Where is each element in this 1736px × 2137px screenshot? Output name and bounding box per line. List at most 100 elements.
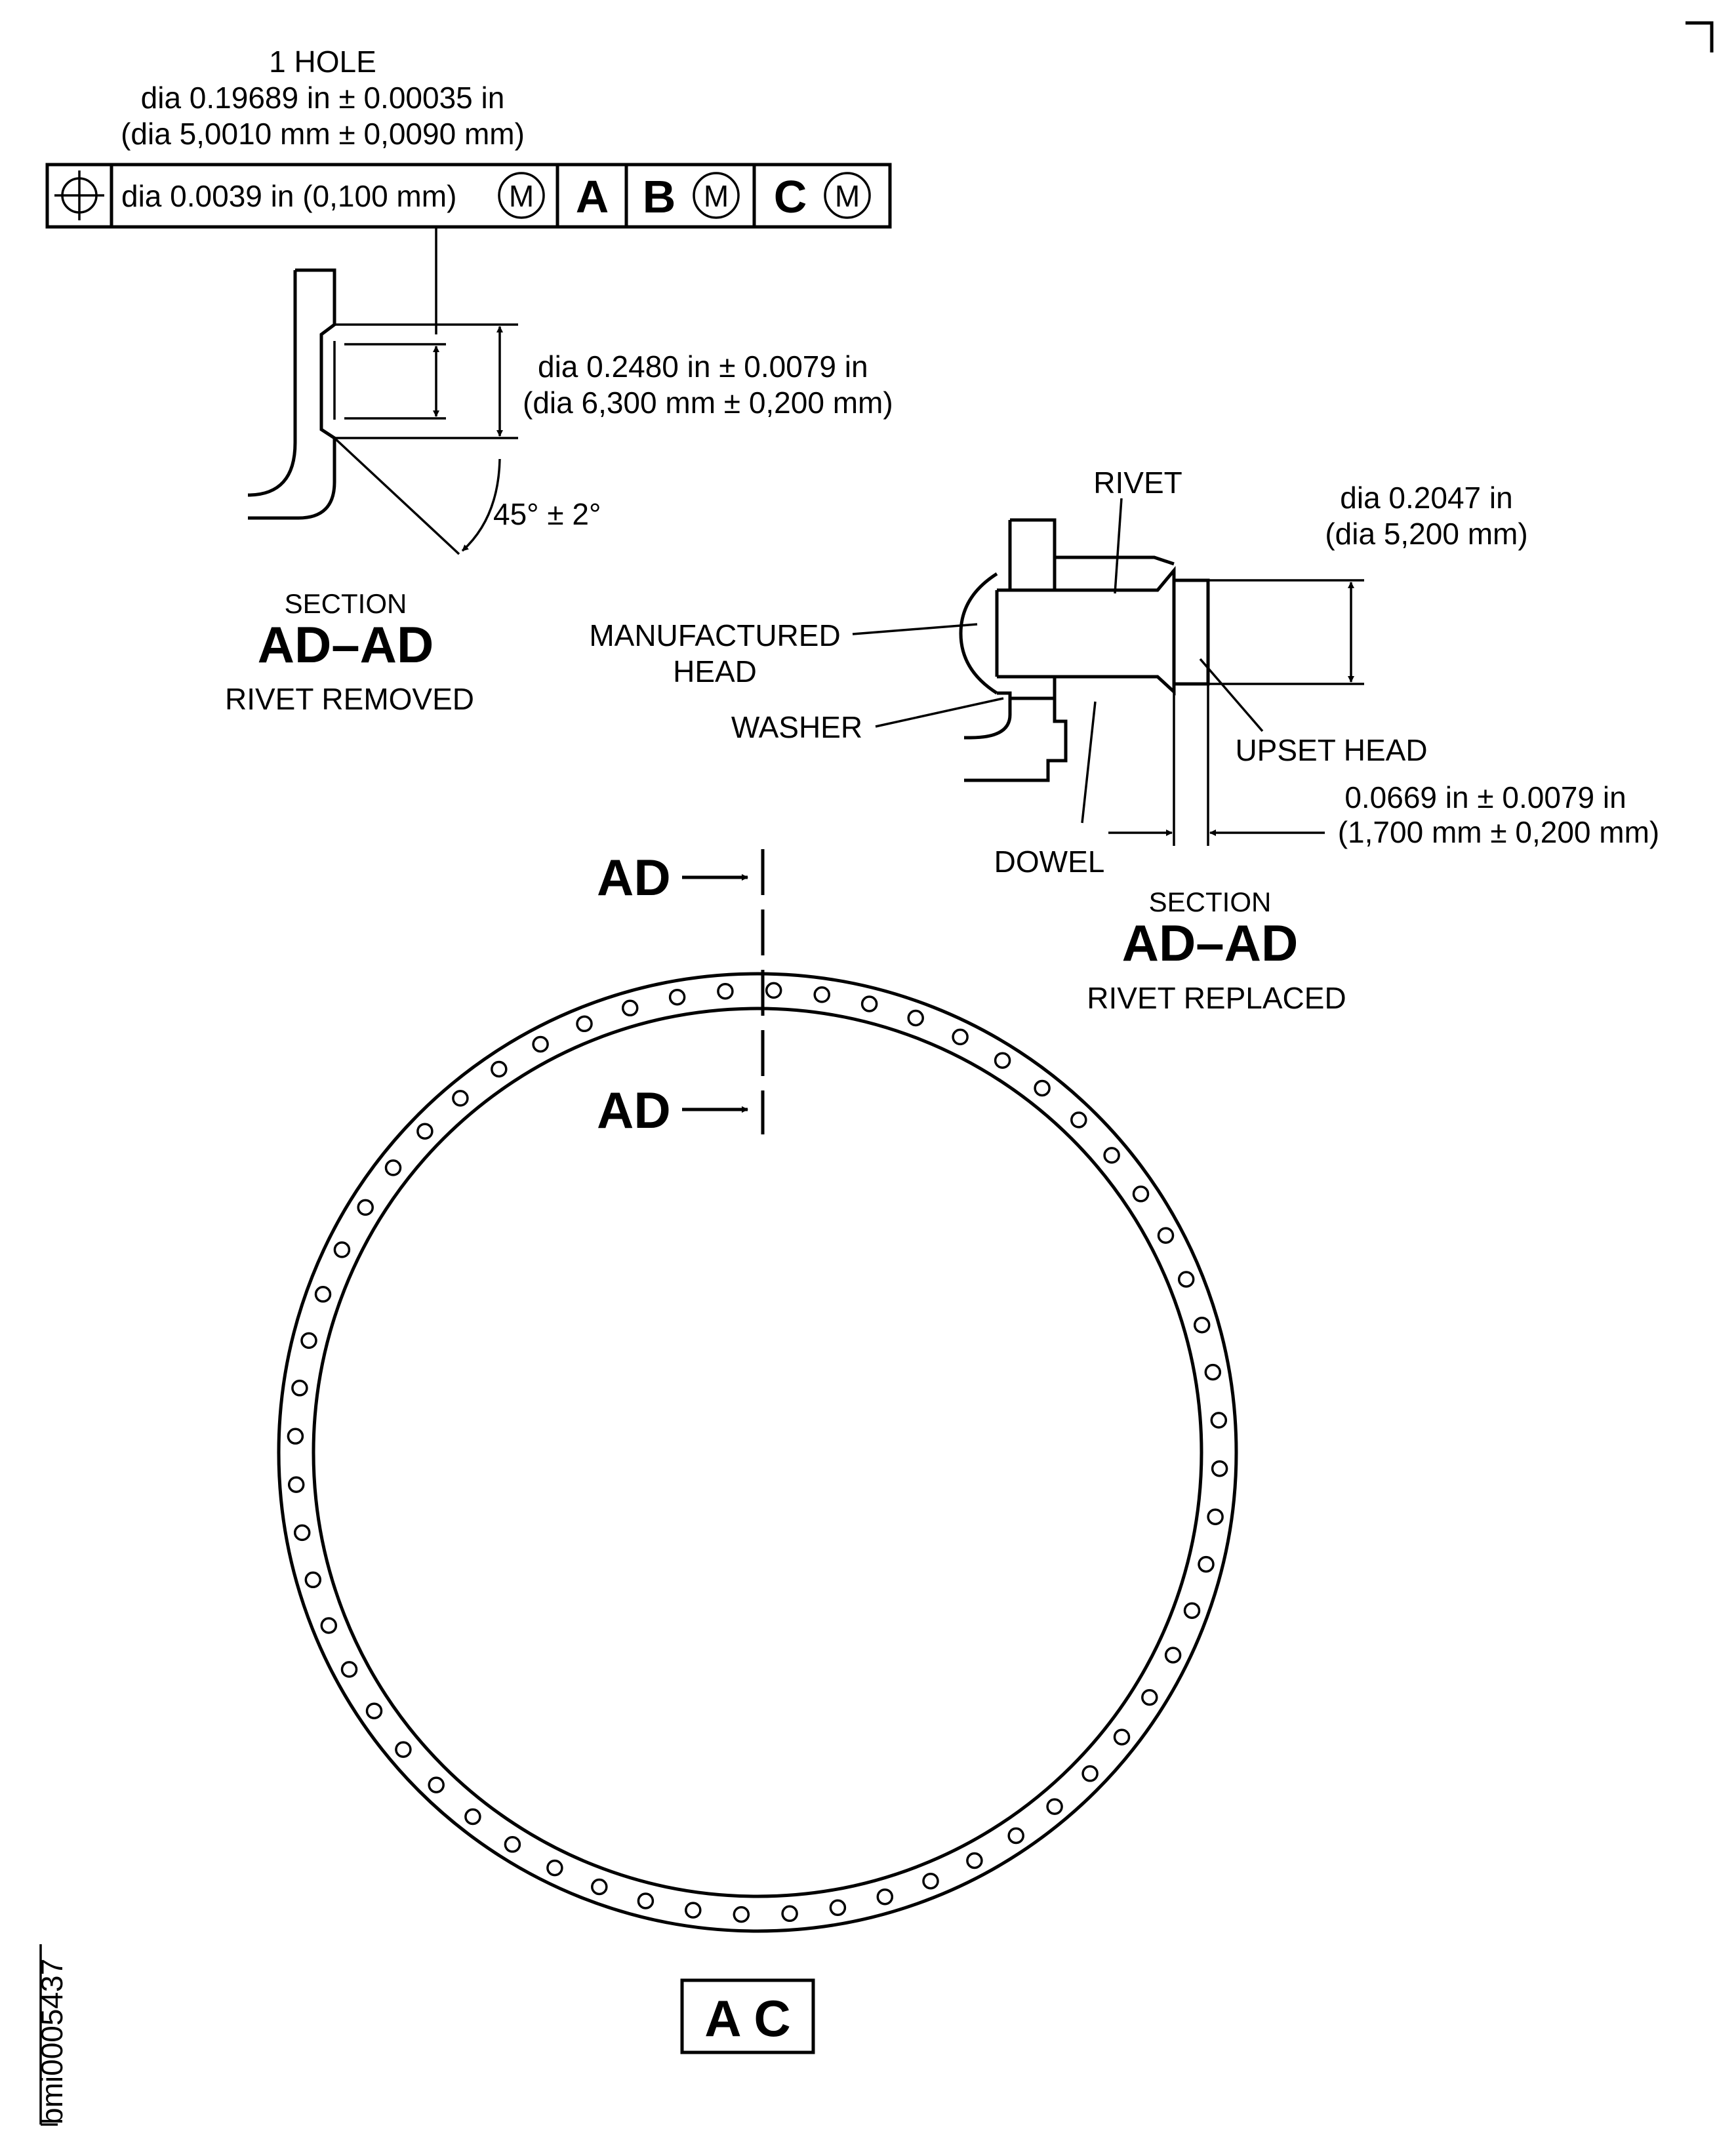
section-word-removed: SECTION — [285, 588, 407, 619]
rivet-hole — [1141, 1688, 1158, 1706]
rivet-hole — [591, 1878, 608, 1896]
cut-marker-top: AD — [597, 849, 671, 906]
rivet-hole — [546, 1859, 563, 1877]
rivet-hole — [416, 1123, 434, 1140]
rivet-hole — [907, 1009, 924, 1027]
manufactured-head-label-1: MANUFACTURED — [589, 618, 840, 652]
rivet-hole — [304, 1571, 322, 1589]
rivet-hole — [314, 1286, 332, 1303]
ring-holes — [287, 982, 1228, 1923]
rivet-hole — [365, 1702, 383, 1719]
rivet-hole — [876, 1888, 894, 1906]
upset-len-mm: (1,700 mm ± 0,200 mm) — [1338, 815, 1660, 849]
section-id-replaced: AD–AD — [1122, 914, 1299, 972]
manufactured-head-label-2: HEAD — [673, 654, 757, 689]
rivet-hole — [491, 1060, 508, 1078]
figure-id-text: bmi0005437 — [35, 1959, 69, 2125]
rivet-hole — [300, 1332, 317, 1349]
rivet-hole — [452, 1090, 469, 1107]
figure-id: bmi0005437 — [35, 1944, 69, 2126]
fcf-datum-c: C — [774, 171, 807, 222]
upset-len-in: 0.0669 in ± 0.0079 in — [1344, 780, 1626, 814]
rivet-hole — [293, 1524, 311, 1542]
corner-mark — [1686, 21, 1714, 52]
rivet-hole — [781, 1905, 798, 1923]
rivet-hole — [320, 1617, 338, 1634]
hole-callout: 1 HOLE dia 0.19689 in ± 0.00035 in (dia … — [121, 45, 525, 151]
view-identifier: A C — [680, 1978, 815, 2054]
rivet-hole — [621, 999, 639, 1017]
rivet-hole — [1007, 1827, 1024, 1845]
feature-control-frame: dia 0.0039 in (0,100 mm) M A B M C M — [45, 163, 892, 229]
rivet-hole — [1081, 1765, 1099, 1782]
rivet-hole — [532, 1035, 549, 1053]
rivet-hole — [504, 1836, 521, 1853]
rivet-hole — [287, 1476, 305, 1493]
rivet-hole — [1113, 1728, 1131, 1746]
rivet-hole — [1183, 1602, 1201, 1619]
rivet-hole — [1070, 1111, 1087, 1128]
section-rivet-removed: dia 0.2480 in ± 0.0079 in (dia 6,300 mm … — [225, 227, 893, 716]
rivet-hole — [1034, 1079, 1051, 1097]
fcf-modifier-b: M — [704, 179, 729, 213]
rivet-hole — [668, 988, 686, 1006]
rivet-hole — [733, 1906, 750, 1923]
rivet-hole — [765, 982, 782, 999]
rivet-hole — [287, 1428, 304, 1445]
rivet-hole — [994, 1052, 1011, 1069]
rivet-hole — [1193, 1316, 1211, 1334]
dowel-label: DOWEL — [994, 845, 1105, 879]
rivet-hole — [395, 1741, 412, 1758]
section-rivet-replaced: RIVET MANUFACTURED HEAD WASHER DOWEL UPS… — [589, 466, 1659, 1015]
rivet-hole — [1211, 1460, 1228, 1477]
rivet-hole — [952, 1028, 969, 1046]
hole-count: 1 HOLE — [269, 45, 376, 79]
rivet-hole — [357, 1199, 374, 1216]
section-word-replaced: SECTION — [1149, 887, 1272, 917]
rivet-label: RIVET — [1093, 466, 1182, 500]
caption-replaced: RIVET REPLACED — [1087, 981, 1346, 1015]
rivet-hole — [829, 1899, 847, 1917]
hole-dia-mm: (dia 5,0010 mm ± 0,0090 mm) — [121, 117, 525, 151]
counterbore-dia-mm: (dia 6,300 mm ± 0,200 mm) — [523, 386, 893, 420]
fcf-datum-b: B — [643, 171, 676, 222]
rivet-hole — [813, 986, 830, 1003]
rivet-hole — [1204, 1363, 1222, 1381]
rivet-hole — [384, 1159, 402, 1176]
cut-marker-bottom: AD — [597, 1081, 671, 1139]
fcf-modifier: M — [509, 179, 534, 213]
chamfer-angle: 45° ± 2° — [493, 497, 601, 531]
fcf-modifier-c: M — [835, 179, 860, 213]
rivet-hole — [1157, 1227, 1175, 1244]
hole-dia-in: dia 0.19689 in ± 0.00035 in — [141, 81, 505, 115]
washer-label: WASHER — [731, 710, 862, 744]
counterbore-dia-in: dia 0.2480 in ± 0.0079 in — [538, 350, 868, 384]
rivet-hole — [1177, 1271, 1195, 1288]
upset-head-label: UPSET HEAD — [1235, 733, 1427, 767]
rivet-hole — [428, 1776, 445, 1793]
fcf-datum-a: A — [576, 171, 609, 222]
ring-view: AD AD — [277, 849, 1238, 1933]
rivet-hole — [1046, 1798, 1063, 1815]
rivet-hole — [464, 1808, 481, 1826]
rivet-hole — [860, 995, 878, 1012]
rivet-hole — [1198, 1555, 1215, 1573]
section-id-removed: AD–AD — [258, 616, 434, 673]
rivet-hole — [966, 1852, 983, 1869]
rivet-hole — [1164, 1647, 1182, 1664]
rivet-hole — [637, 1892, 655, 1909]
rivet-hole — [333, 1241, 351, 1258]
view-id-label: A C — [704, 1989, 790, 2047]
rivet-hole — [922, 1872, 939, 1890]
ring-outer-edge — [277, 972, 1238, 1933]
rivet-hole — [1103, 1147, 1120, 1164]
rivet-hole — [291, 1380, 308, 1397]
rivet-hole — [576, 1015, 593, 1033]
rivet-hole — [1132, 1186, 1150, 1203]
rivet-hole — [717, 982, 734, 1000]
rivet-hole — [1207, 1508, 1224, 1525]
caption-removed: RIVET REMOVED — [225, 682, 474, 716]
rivet-hole — [1210, 1412, 1228, 1429]
rivet-hole — [340, 1661, 358, 1678]
